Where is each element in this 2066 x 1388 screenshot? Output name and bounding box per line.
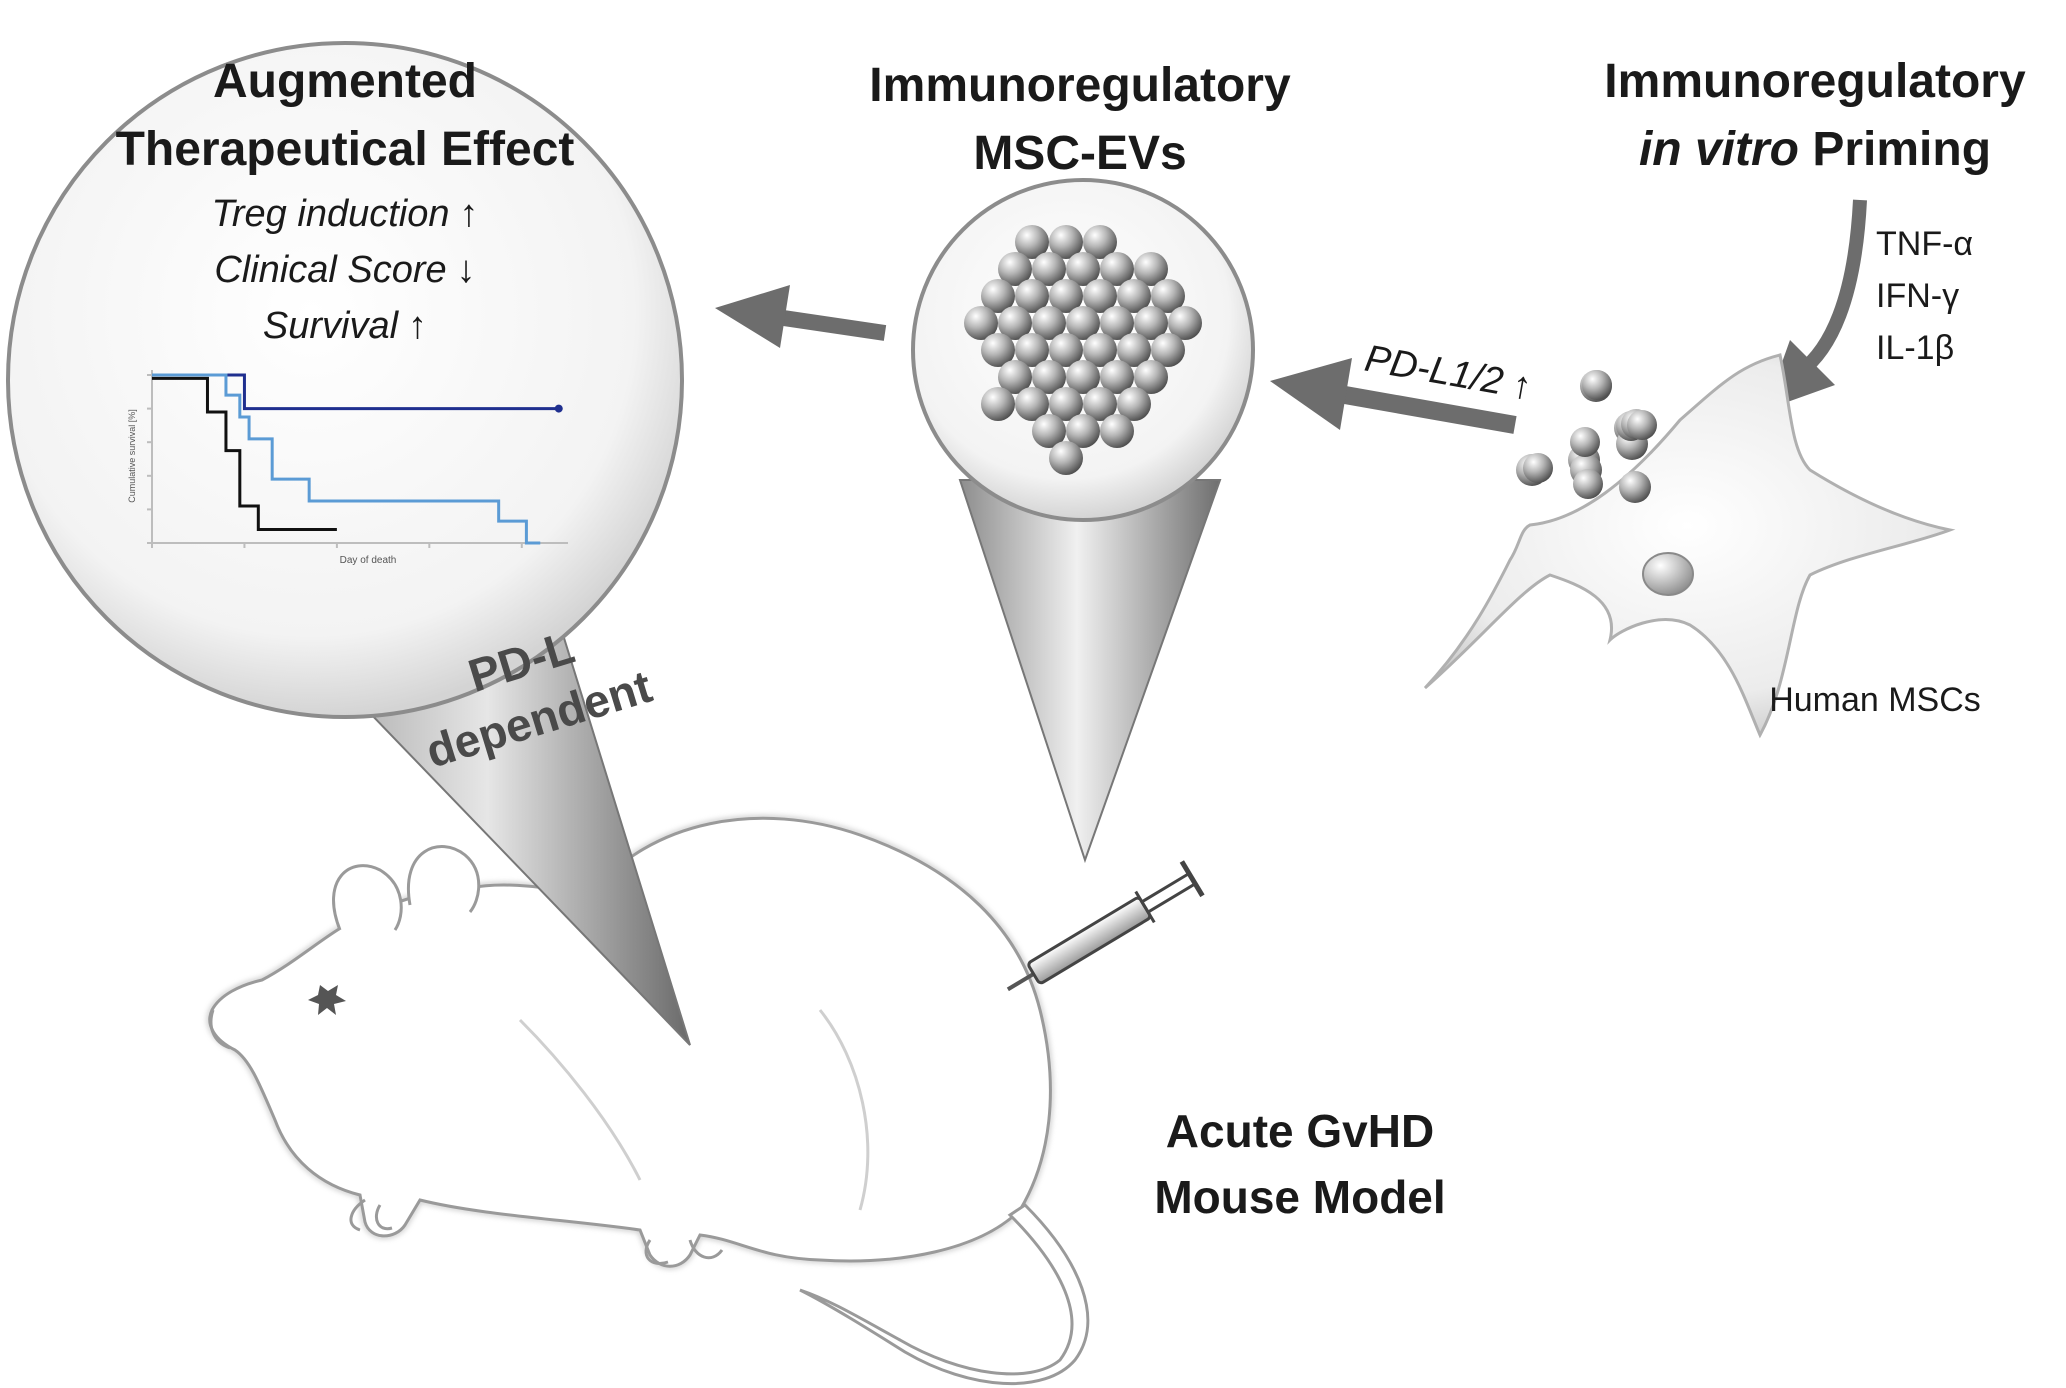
ev-sphere: [1100, 414, 1134, 448]
ev-sphere: [1083, 387, 1117, 421]
msc-evs-title: Immunoregulatory MSC-EVs: [810, 52, 1350, 188]
ev-sphere: [1100, 360, 1134, 394]
ev-sphere: [1134, 306, 1168, 340]
ev-sphere: [1083, 333, 1117, 367]
ev-sphere: [1015, 333, 1049, 367]
ev-sphere: [998, 360, 1032, 394]
ev-sphere: [1117, 387, 1151, 421]
ev-sphere: [1066, 252, 1100, 286]
ev-sphere: [981, 333, 1015, 367]
therapeutic-title-line1: Augmented: [213, 55, 477, 108]
mouse-label-line2: Mouse Model: [1154, 1171, 1446, 1223]
effect-clinical-score: Clinical Score↓: [120, 242, 570, 298]
survival-series-line-3: [152, 376, 337, 532]
ev-sphere: [1100, 306, 1134, 340]
cytokine-tnf: TNF-α: [1876, 225, 1974, 263]
ev-sphere: [981, 387, 1015, 421]
therapeutic-effect-title: Augmented Therapeutical Effect: [90, 48, 600, 184]
ev-sphere: [981, 279, 1015, 313]
ev-sphere: [1117, 279, 1151, 313]
ev-sphere: [1032, 252, 1066, 286]
priming-title-line1: Immunoregulatory: [1604, 55, 2026, 108]
priming-title-italic: in vitro: [1638, 123, 1799, 176]
mouse-illustration: [207, 815, 1090, 1386]
up-arrow-icon: ↑: [408, 305, 428, 347]
ev-sphere: [1049, 441, 1083, 475]
ev-sphere: [1134, 252, 1168, 286]
ev-sphere: [1168, 306, 1202, 340]
ev-sphere: [1032, 414, 1066, 448]
ev-sphere: [964, 306, 998, 340]
cytokine-ifn: IFN-γ: [1876, 277, 1960, 315]
ev-sphere: [1100, 252, 1134, 286]
mouse-model-label: Acute GvHD Mouse Model: [1075, 1098, 1525, 1230]
ev-sphere: [1066, 306, 1100, 340]
up-arrow-icon: ↑: [1508, 363, 1535, 409]
ev-sphere: [1049, 225, 1083, 259]
mouse-label-line1: Acute GvHD: [1165, 1105, 1435, 1157]
ev-sphere: [1117, 333, 1151, 367]
chart-y-label: Cumulative survival [%]: [127, 409, 137, 503]
survival-chart: Cumulative survival [%] Day of death: [127, 370, 568, 566]
priming-title-line2: in vitro Priming: [1575, 116, 2055, 184]
msc-evs-title-line2: MSC-EVs: [973, 127, 1187, 180]
therapeutic-title-line2: Therapeutical Effect: [115, 123, 575, 176]
down-arrow-icon: ↓: [456, 249, 476, 291]
ev-sphere: [1015, 225, 1049, 259]
ev-sphere: [1083, 225, 1117, 259]
cytokine-list: TNF-α IFN-γ IL-1β: [1876, 218, 1973, 374]
ev-sphere: [1032, 306, 1066, 340]
ev-sphere: [1066, 360, 1100, 394]
chart-x-label: Day of death: [340, 555, 397, 566]
ev-sphere: [1134, 360, 1168, 394]
ev-sphere: [998, 306, 1032, 340]
arrow-to-therapeutic-effect: [715, 285, 887, 348]
ev-sphere: [1049, 387, 1083, 421]
up-arrow-icon: ↑: [459, 193, 479, 235]
left-magnifier-circle: [6, 41, 684, 719]
effect-treg: Treg induction↑: [120, 186, 570, 242]
arrow-to-msc-evs: [1270, 358, 1517, 434]
survival-series-line-2: [152, 373, 541, 545]
ev-particle-cluster: [964, 225, 1202, 475]
ev-sphere: [1083, 279, 1117, 313]
msc-cell-illustration: [1423, 353, 1956, 739]
ev-sphere: [1151, 279, 1185, 313]
effect-clinical-score-label: Clinical Score: [214, 249, 447, 291]
survival-censor-marker: [554, 404, 563, 413]
ev-sphere: [1049, 279, 1083, 313]
priming-title-rest: Priming: [1798, 123, 1992, 176]
effect-list: Treg induction↑ Clinical Score↓ Survival…: [120, 186, 570, 354]
ev-sphere: [1015, 279, 1049, 313]
ev-sphere: [1049, 333, 1083, 367]
ev-sphere: [1032, 360, 1066, 394]
syringe-illustration: [1006, 860, 1205, 992]
effect-survival-label: Survival: [262, 305, 399, 347]
middle-zoom-cone: [958, 479, 1222, 864]
cytokine-il1: IL-1β: [1876, 329, 1955, 367]
human-mscs-label: Human MSCs: [1769, 681, 1981, 719]
msc-evs-title-line1: Immunoregulatory: [869, 59, 1291, 112]
priming-title: Immunoregulatory in vitro Priming: [1575, 48, 2055, 184]
cell-nucleus: [1642, 552, 1694, 596]
ev-sphere: [1066, 414, 1100, 448]
ev-sphere: [998, 252, 1032, 286]
effect-survival: Survival↑: [120, 298, 570, 354]
ev-sphere: [1151, 333, 1185, 367]
ev-sphere: [1015, 387, 1049, 421]
effect-treg-label: Treg induction: [211, 193, 450, 235]
